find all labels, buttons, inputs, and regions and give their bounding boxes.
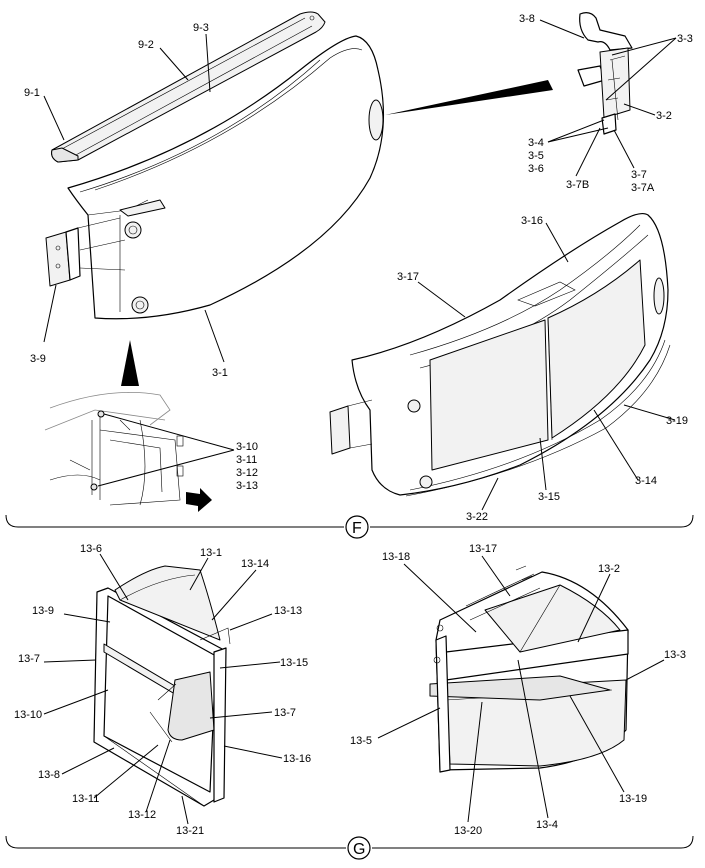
frame-assembly-left (93, 565, 231, 807)
hood-cover (67, 35, 385, 320)
clip-detail (577, 12, 633, 135)
callout-label: 13-6 (80, 543, 102, 555)
detail-pointer-lower (121, 340, 139, 386)
callout-label: 3-7B (566, 179, 589, 191)
callout-label: 13-18 (382, 551, 410, 563)
callout-label: 13-11 (72, 793, 99, 805)
callout-label: 13-21 (176, 825, 204, 837)
callout-label: 3-5 (528, 150, 544, 162)
callout-label: 9-1 (24, 87, 40, 99)
callout-label: 3-19 (666, 415, 688, 427)
side-bracket (45, 217, 126, 287)
callout-label: 3-3 (677, 33, 693, 45)
callout-label: 13-9 (32, 605, 54, 617)
callout-label: 3-16 (521, 215, 543, 227)
section-f-marker: F (352, 520, 362, 537)
callout-label: 13-2 (598, 563, 620, 575)
section-f-bracket (5, 514, 694, 539)
callout-label: 3-7A (631, 182, 655, 194)
section-f-callouts: 9-1 9-2 9-3 3-8 3-3 3-2 3-4 3-5 3-6 3-7B… (24, 13, 693, 537)
callout-label: 3-13 (236, 480, 258, 492)
detail-pointer-upper (385, 80, 553, 115)
callout-label: 3-9 (30, 353, 46, 365)
callout-label: 3-2 (656, 110, 672, 122)
callout-label: 13-12 (128, 809, 156, 821)
inset-detail (44, 391, 212, 512)
duct-assembly-right (429, 565, 629, 773)
callout-label: 13-1 (200, 547, 222, 559)
section-g-drawings (5, 553, 694, 860)
callout-label: 13-5 (350, 735, 372, 747)
callout-label: 3-1 (212, 367, 228, 379)
callout-label: 13-15 (280, 657, 308, 669)
callout-label: 13-20 (454, 825, 482, 837)
callout-label: 3-22 (466, 511, 488, 523)
callout-label: 13-16 (283, 753, 311, 765)
callout-label: 3-7 (631, 169, 647, 181)
callout-label: 13-19 (619, 793, 647, 805)
callout-label: 3-14 (635, 475, 657, 487)
callout-label: 3-17 (397, 271, 419, 283)
callout-label: 3-6 (528, 163, 544, 175)
section-f-leaders (43, 19, 677, 511)
callout-label: 3-12 (236, 467, 258, 479)
callout-label: 3-15 (538, 491, 560, 503)
callout-label: 13-14 (241, 558, 269, 570)
callout-label: 13-7 (274, 707, 296, 719)
callout-label: 3-8 (519, 13, 535, 25)
visor-strip (51, 11, 326, 163)
callout-label: 3-4 (528, 137, 544, 149)
callout-label: 13-13 (274, 605, 302, 617)
callout-label: 13-3 (664, 649, 686, 661)
callout-label: 3-11 (236, 454, 257, 466)
callout-label: 13-17 (469, 543, 497, 555)
section-g-marker: G (353, 841, 365, 858)
callout-label: 9-2 (138, 39, 154, 51)
callout-label: 13-8 (38, 769, 60, 781)
callout-label: 13-10 (14, 709, 42, 721)
callout-label: 3-10 (236, 441, 258, 453)
section-f-drawings (5, 11, 694, 539)
callout-label: 13-4 (536, 819, 558, 831)
callout-label: 9-3 (193, 22, 209, 34)
section-g-bracket (5, 835, 694, 860)
section-g-callouts: 13-6 13-1 13-14 13-9 13-13 13-7 13-15 13… (14, 543, 686, 858)
visor-assembly (329, 212, 671, 497)
callout-label: 13-7 (18, 653, 40, 665)
section-g-leaders (43, 553, 665, 825)
